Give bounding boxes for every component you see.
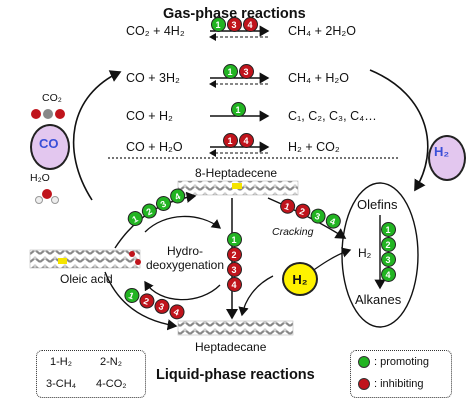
vertical-ball-2: 2 xyxy=(226,247,242,262)
reaction-3-ball-1: 1 xyxy=(230,102,246,117)
reaction-3-right: C₁, C₂, C₃, C₄… xyxy=(288,109,377,123)
reaction-2-right: CH₄ + H₂O xyxy=(288,71,350,85)
reaction-4-right: H₂ + CO₂ xyxy=(288,140,340,154)
legend-promoting: : promoting xyxy=(358,356,429,368)
co2-label: CO₂ xyxy=(42,92,62,104)
co2-molecule-icon xyxy=(31,109,65,119)
heptadecane-molecule xyxy=(177,320,294,336)
key-2: 2-N₂ xyxy=(100,356,122,368)
reaction-2-ball-1: 1 xyxy=(222,64,238,79)
h2-oval xyxy=(428,135,466,181)
reaction-1-ball-1: 1 xyxy=(210,17,226,32)
reaction-2-left: CO + 3H₂ xyxy=(126,71,180,85)
promoting-dot-icon xyxy=(358,356,370,368)
gas-phase-title: Gas-phase reactions xyxy=(163,6,306,22)
olefins-label: Olefins xyxy=(357,197,398,212)
gas-cycle-left-arc xyxy=(72,70,122,201)
hydro-label: Hydro- xyxy=(166,244,203,258)
olefins-ball-3: 3 xyxy=(380,252,396,267)
reaction-1-right: CH₄ + 2H₂O xyxy=(288,24,356,38)
oleic-acid-molecule xyxy=(29,249,141,269)
h2o-molecule-icon xyxy=(35,189,59,204)
vertical-ball-3: 3 xyxy=(226,262,242,277)
reaction-4-ball-4: 4 xyxy=(238,133,254,148)
h2o-label: H₂O xyxy=(30,172,50,184)
liquid-phase-title: Liquid-phase reactions xyxy=(156,367,315,383)
hdo-arc-lower xyxy=(144,280,221,301)
hdo-arc-upper xyxy=(144,215,222,233)
inhibiting-label: : inhibiting xyxy=(374,378,424,390)
gas-cycle-right-arc xyxy=(369,69,429,192)
vertical-ball-1: 1 xyxy=(226,232,242,247)
h2-yellow-badge: H₂ xyxy=(282,262,318,296)
reaction-1-left: CO₂ + 4H₂ xyxy=(126,24,185,38)
alkanes-label: Alkanes xyxy=(355,292,402,307)
heptadecene-label: 8-Heptadecene xyxy=(195,166,278,180)
cracking-label: Cracking xyxy=(272,226,314,238)
heptadecane-label: Heptadecane xyxy=(195,340,267,354)
hdo-bottom-arc xyxy=(104,271,178,331)
reaction-4-left: CO + H₂O xyxy=(126,140,183,154)
legend-inhibiting: : inhibiting xyxy=(358,378,424,390)
inhibiting-dot-icon xyxy=(358,378,370,390)
reaction-1-ball-4: 4 xyxy=(242,17,258,32)
key-3: 3-CH₄ xyxy=(46,378,77,390)
key-1: 1-H₂ xyxy=(50,356,72,368)
deoxygenation-label: deoxygenation xyxy=(145,258,225,272)
olefins-h2-label: H₂ xyxy=(358,246,372,260)
vertical-ball-4: 4 xyxy=(226,277,242,292)
h2-badge-label: H₂ xyxy=(292,271,308,287)
reaction-3-left: CO + H₂ xyxy=(126,109,173,123)
olefins-ball-2: 2 xyxy=(380,237,396,252)
reaction-1-ball-3: 3 xyxy=(226,17,242,32)
co-oval xyxy=(30,124,70,170)
reaction-3-balls: 1 xyxy=(230,102,246,117)
olefins-ball-4: 4 xyxy=(380,267,396,282)
olefins-ball-1: 1 xyxy=(380,222,396,237)
co-label: CO xyxy=(39,136,59,151)
oleic-acid-label: Oleic acid xyxy=(60,272,113,286)
h2-oval-label: H₂ xyxy=(434,144,450,159)
reaction-2-ball-3: 3 xyxy=(238,64,254,79)
promoting-label: : promoting xyxy=(374,356,430,368)
key-4: 4-CO₂ xyxy=(96,378,127,390)
olefins-alkanes-ellipse xyxy=(341,182,419,328)
gas-key-box xyxy=(36,350,146,398)
reaction-4-ball-1: 1 xyxy=(222,133,238,148)
